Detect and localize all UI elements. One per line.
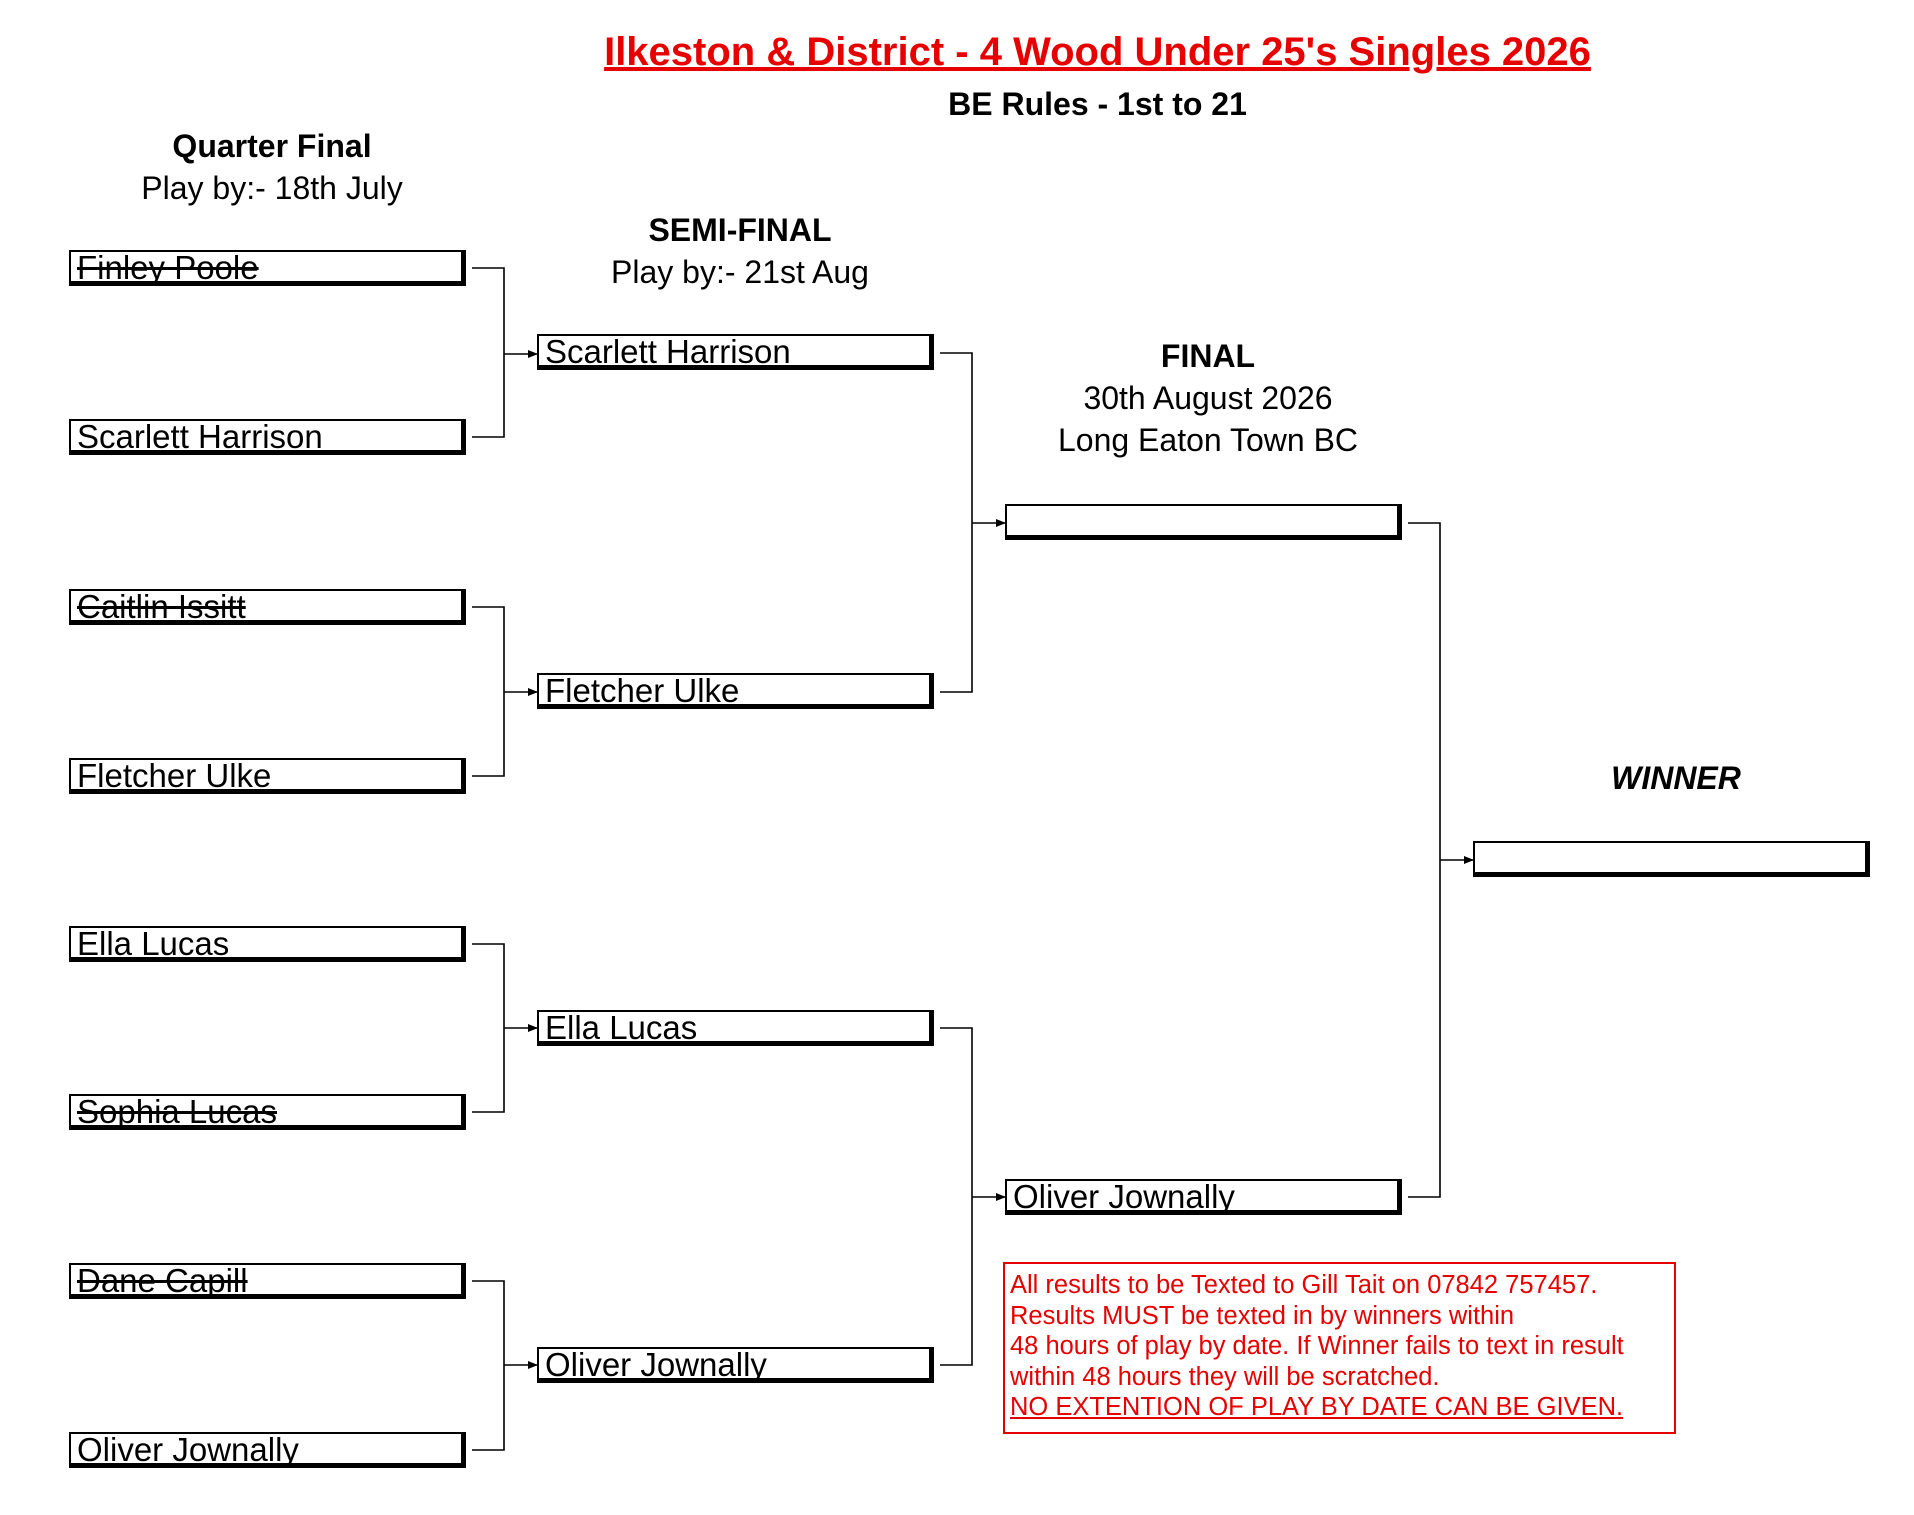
final-label: FINAL — [1160, 338, 1256, 374]
notice-line-4: within 48 hours they will be scratched. — [1010, 1362, 1440, 1391]
sf-player-4: Oliver Jownally — [537, 1347, 934, 1383]
connector-qf3-qf4 — [472, 606, 537, 777]
connector-qf5-qf6 — [472, 943, 537, 1113]
final-venue: Long Eaton Town BC — [1057, 422, 1359, 458]
qf-player-5: Ella Lucas — [69, 926, 466, 962]
winner-label: WINNER — [1611, 760, 1741, 796]
qf-player-4: Fletcher Ulke — [69, 758, 466, 794]
sf-player-1: Scarlett Harrison — [537, 334, 934, 370]
final-date: 30th August 2026 — [1083, 380, 1333, 416]
sf-player-3: Ella Lucas — [537, 1010, 934, 1046]
semi-final-date: Play by:- 21st Aug — [611, 254, 869, 290]
notice-line-2: Results MUST be texted in by winners wit… — [1010, 1301, 1515, 1330]
page-subtitle: BE Rules - 1st to 21 — [948, 86, 1247, 122]
qf-player-7: Dane Capill — [69, 1263, 466, 1299]
final-header: FINAL 30th August 2026 Long Eaton Town B… — [1008, 335, 1408, 461]
notice-line-3: 48 hours of play by date. If Winner fail… — [1010, 1332, 1624, 1360]
qf-player-1: Finley Poole — [69, 250, 466, 286]
qf-player-3: Caitlin Issitt — [69, 589, 466, 625]
quarter-final-label: Quarter Final — [172, 128, 372, 164]
notice-emphasis: NO EXTENTION OF PLAY BY DATE CAN BE GIVE… — [1010, 1393, 1624, 1421]
final-player-1 — [1005, 504, 1402, 540]
winner-box — [1473, 841, 1870, 877]
qf-player-6: Sophia Lucas — [69, 1094, 466, 1130]
sf-player-2: Fletcher Ulke — [537, 673, 934, 709]
quarter-final-header: Quarter Final Play by:- 18th July — [72, 125, 472, 209]
semi-final-header: SEMI-FINAL Play by:- 21st Aug — [540, 209, 940, 293]
final-player-2: Oliver Jownally — [1005, 1179, 1402, 1215]
connector-qf1-qf2 — [472, 267, 537, 438]
quarter-final-date: Play by:- 18th July — [141, 170, 403, 206]
connector-sf1-sf2 — [940, 352, 1005, 693]
connector-qf7-qf8 — [472, 1280, 537, 1451]
connector-sf3-sf4 — [940, 1027, 1005, 1366]
connector-final — [1408, 522, 1473, 1198]
notice-line-1: All results to be Texted to Gill Tait on… — [1010, 1271, 1598, 1299]
page-title: Ilkeston & District - 4 Wood Under 25's … — [604, 30, 1591, 74]
qf-player-2: Scarlett Harrison — [69, 419, 466, 455]
semi-final-label: SEMI-FINAL — [648, 212, 832, 248]
qf-player-8: Oliver Jownally — [69, 1432, 466, 1468]
results-notice: All results to be Texted to Gill Tait on… — [1003, 1262, 1676, 1434]
